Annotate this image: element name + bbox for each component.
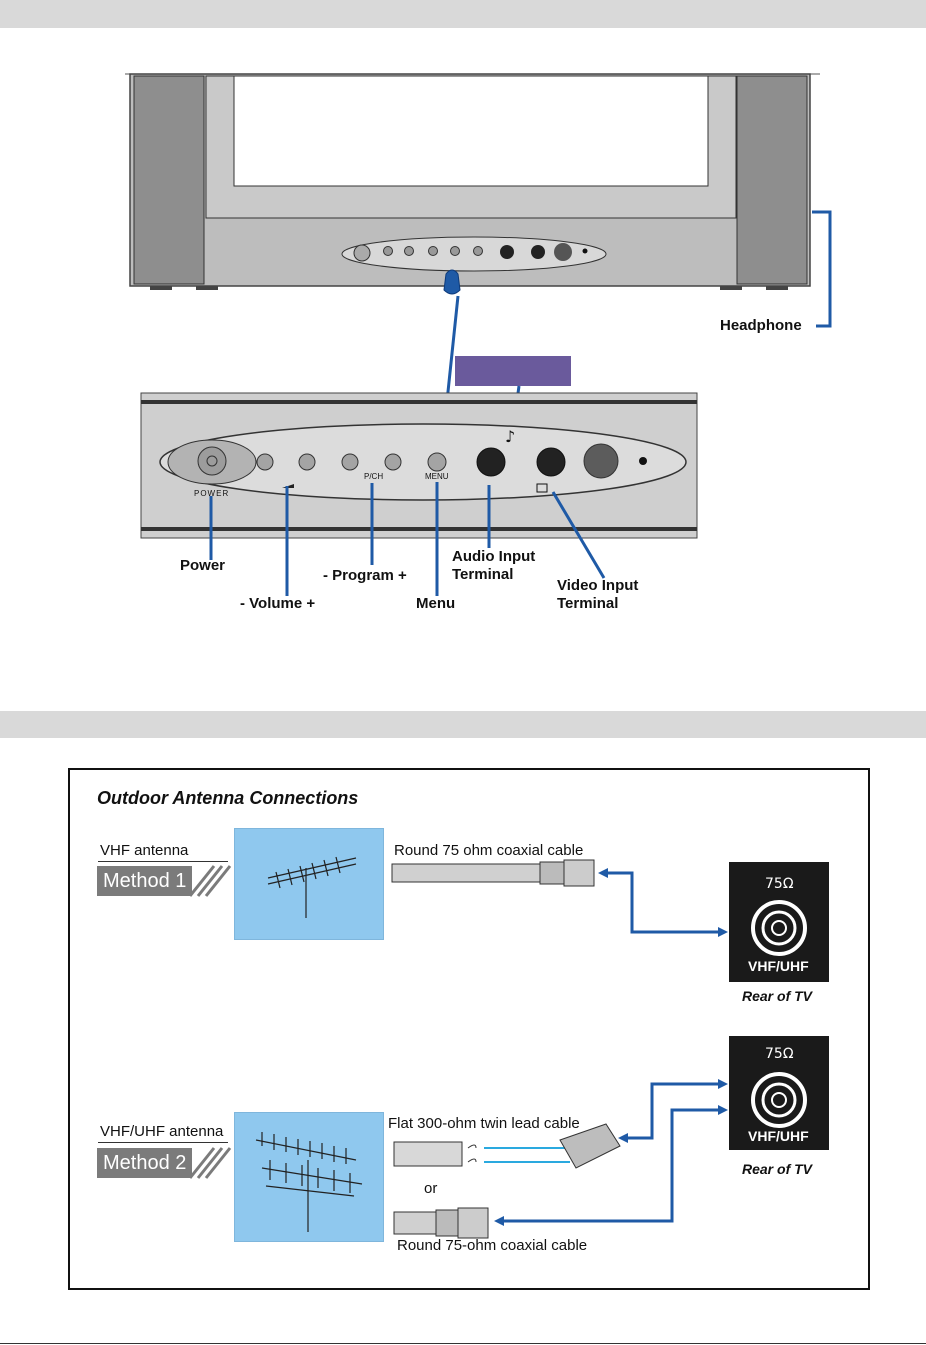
vhf-uhf-antenna-picture xyxy=(234,1112,384,1242)
svg-text:♪: ♪ xyxy=(505,427,515,446)
method1-cable-label: Round 75 ohm coaxial cable xyxy=(394,842,584,859)
program-label: - Program + xyxy=(323,567,407,584)
vhf-uhf-antenna-label: VHF/UHF antenna xyxy=(100,1123,224,1140)
method2-jack-label: VHF/UHF xyxy=(748,1128,809,1144)
method1-jack-label: VHF/UHF xyxy=(748,958,809,974)
round-cable-label: Round 75-ohm coaxial cable xyxy=(397,1237,588,1254)
panel-pch-text: P/CH xyxy=(364,472,384,481)
or-label: or xyxy=(424,1180,438,1197)
tv-front-illustration: ♪ xyxy=(125,73,832,596)
method2-underline xyxy=(98,1142,228,1143)
vhf-antenna-picture xyxy=(234,828,384,940)
vhf-antenna-label: VHF antenna xyxy=(100,842,189,859)
method1-underline xyxy=(98,861,228,862)
method1-jack-ohm: 75Ω xyxy=(765,876,794,892)
antenna-title: Outdoor Antenna Connections xyxy=(97,788,359,808)
menu-label: Menu xyxy=(416,595,456,612)
panel-menu-text: MENU xyxy=(425,472,449,481)
method2-badge: Method 2 xyxy=(97,1148,193,1178)
headphone-label: Headphone xyxy=(720,317,802,334)
volume-label: - Volume + xyxy=(240,595,316,612)
power-label: Power xyxy=(180,557,226,574)
method1-rear-label: Rear of TV xyxy=(742,988,813,1004)
method2-jack-ohm: 75Ω xyxy=(765,1046,794,1062)
method2-rear-label: Rear of TV xyxy=(742,1161,813,1177)
antenna-frame xyxy=(68,768,870,1290)
flat-cable-label: Flat 300-ohm twin lead cable xyxy=(388,1115,580,1132)
footer-rule xyxy=(0,1343,926,1344)
method1-badge: Method 1 xyxy=(97,866,193,896)
panel-power-text: POWER xyxy=(194,489,230,498)
video-input-label: Video Input Terminal xyxy=(557,577,639,612)
section-header-bar-top xyxy=(0,0,926,28)
section-header-bar-antenna xyxy=(0,711,926,738)
audio-input-label: Audio Input Terminal xyxy=(452,548,536,583)
